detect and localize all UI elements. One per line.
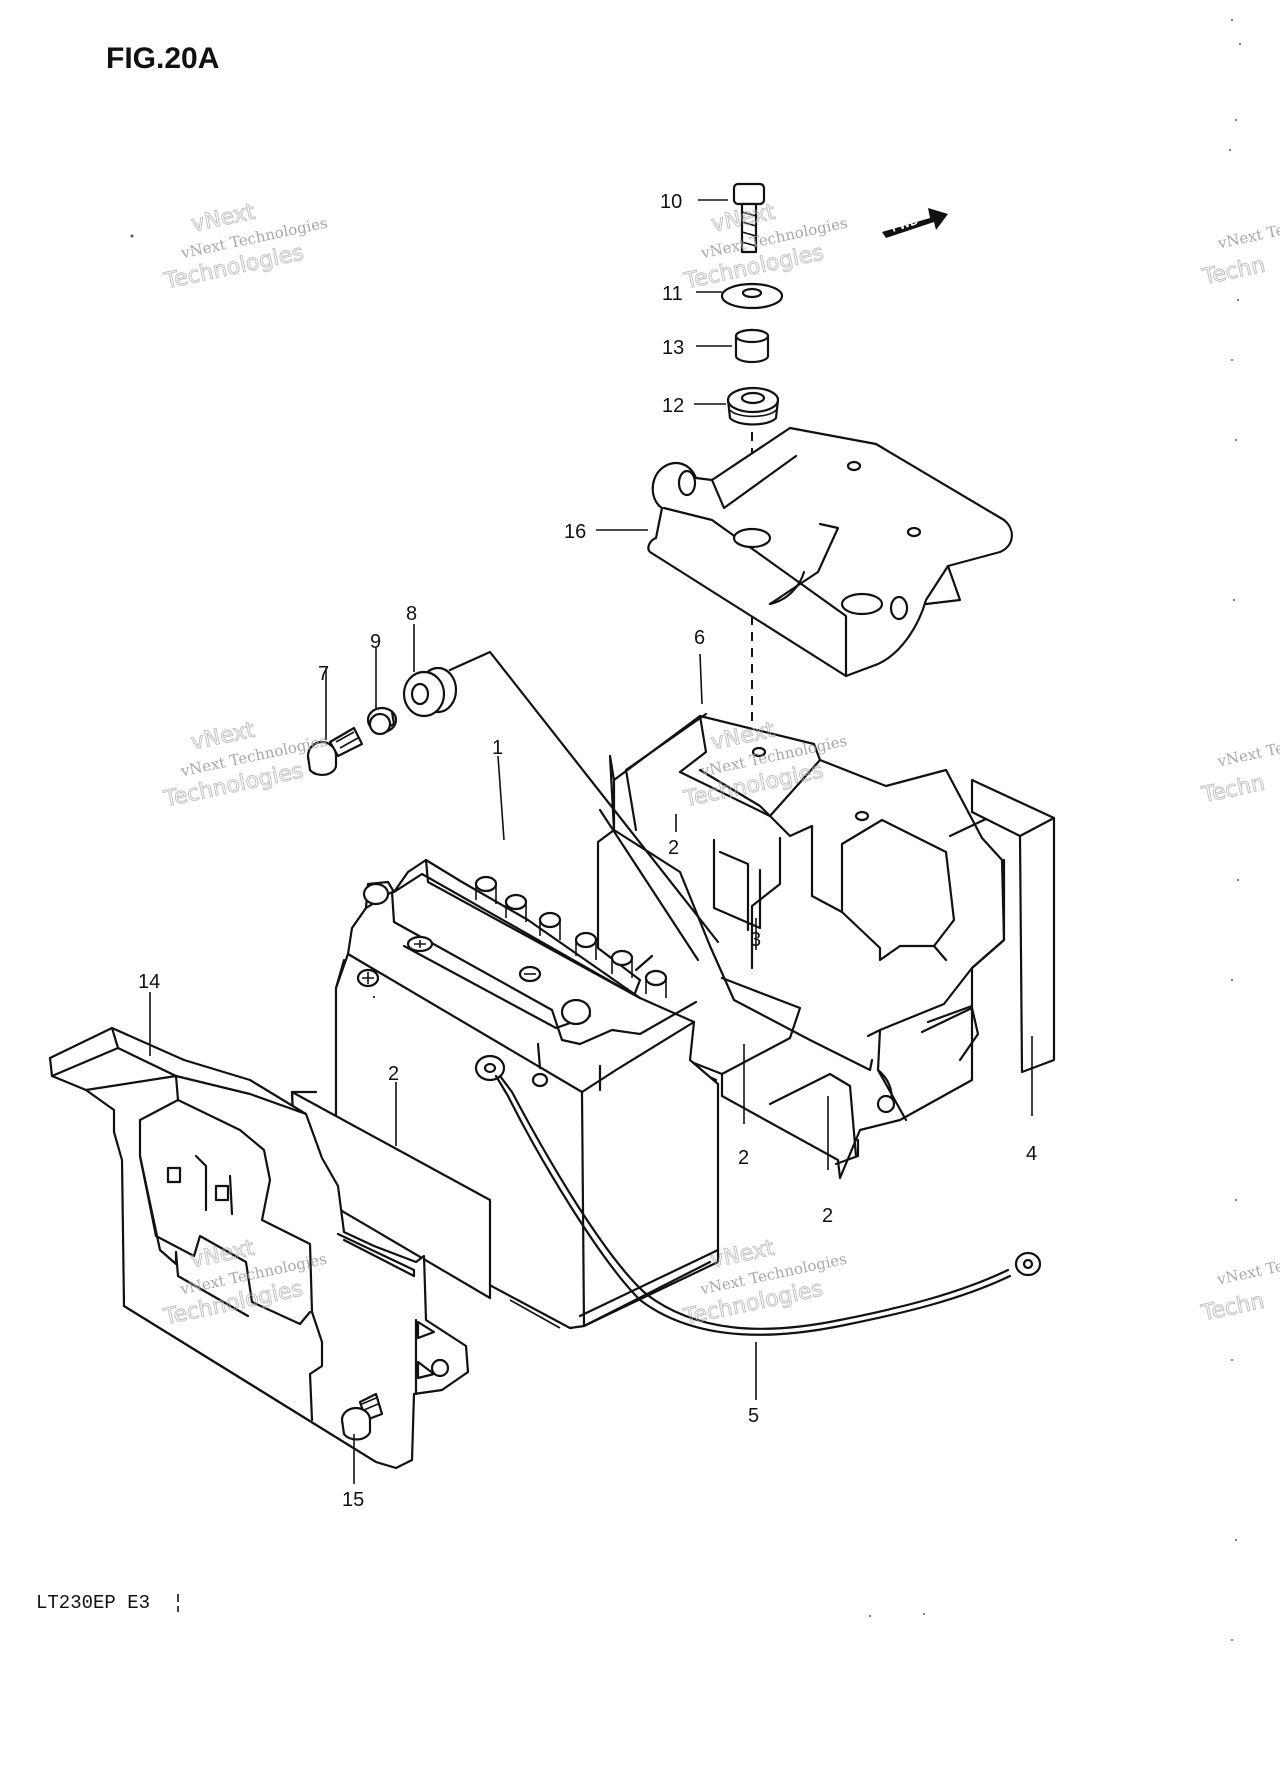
callout-6: 6 — [694, 627, 705, 649]
battery-cell-caps — [474, 875, 668, 998]
callout-1: 1 — [492, 737, 503, 759]
callout-2d: 2 — [822, 1205, 833, 1227]
part-11-washer — [720, 282, 784, 310]
svg-text:vNext Te: vNext Te — [1215, 221, 1280, 253]
part-6-battery-case — [596, 712, 1006, 1180]
part-14-battery-cover — [48, 1026, 470, 1470]
svg-text:Techn: Techn — [1199, 1289, 1267, 1327]
callout-leaders — [149, 199, 1033, 1484]
leader-line-8 — [448, 650, 720, 944]
part-9-collar — [366, 706, 398, 736]
callout-labels: 10 11 13 12 16 6 7 9 8 1 2 3 4 2 2 2 5 1… — [138, 191, 1037, 1511]
watermark-mid-left: vNext vNext Technologies Technologies — [161, 717, 329, 813]
figure-title: FIG.20A — [106, 42, 219, 75]
callout-16: 16 — [564, 521, 586, 543]
callout-11: 11 — [662, 283, 683, 305]
part-8-grommet — [402, 666, 458, 718]
watermark-right-edge-low: vNext Te Techn — [1198, 1257, 1280, 1327]
leader-line-8b — [598, 808, 700, 962]
svg-text:Techn: Techn — [1200, 253, 1268, 291]
callout-9: 9 — [370, 631, 381, 653]
fwd-arrow-icon: FWD — [882, 208, 948, 238]
callout-4: 4 — [1026, 1143, 1037, 1165]
scan-edge-specks — [130, 19, 1241, 1641]
part-5-ground-cable — [474, 1054, 1042, 1336]
callout-15: 15 — [342, 1489, 364, 1511]
callout-13: 13 — [662, 337, 684, 359]
part-15-bolt — [340, 1392, 384, 1441]
battery-terminal-positive — [560, 998, 592, 1026]
watermark-right-edge-top: vNext Te Techn — [1199, 221, 1280, 291]
callout-2c: 2 — [738, 1147, 749, 1169]
part-12-grommet — [726, 386, 780, 426]
battery-terminal-negative — [362, 882, 390, 906]
callout-7: 7 — [318, 663, 329, 685]
model-label: LT230EP E3 — [36, 1592, 150, 1614]
callout-8: 8 — [406, 603, 417, 625]
callout-14: 14 — [138, 971, 160, 993]
callout-2a: 2 — [668, 837, 679, 859]
callout-2b: 2 — [388, 1063, 399, 1085]
part-16-holder-plate — [647, 426, 1013, 678]
svg-text:vNext Te: vNext Te — [1215, 739, 1280, 771]
part-7-bolt — [306, 726, 364, 777]
part-13-collar — [734, 328, 770, 364]
callout-10: 10 — [660, 191, 682, 213]
callout-12: 12 — [662, 395, 684, 417]
svg-text:vNext Te: vNext Te — [1215, 1257, 1280, 1289]
watermark-right-edge-mid: vNext Te Techn — [1199, 739, 1280, 809]
part-4-side-pad — [970, 778, 1056, 1074]
watermark-top-center: vNext vNext Technologies Technologies — [681, 199, 849, 295]
part-10-bolt — [732, 182, 766, 254]
watermark-top-left: vNext vNext Technologies Technologies — [161, 199, 329, 295]
svg-text:Techn: Techn — [1199, 771, 1267, 809]
callout-3: 3 — [750, 929, 761, 951]
callout-5: 5 — [748, 1405, 759, 1427]
